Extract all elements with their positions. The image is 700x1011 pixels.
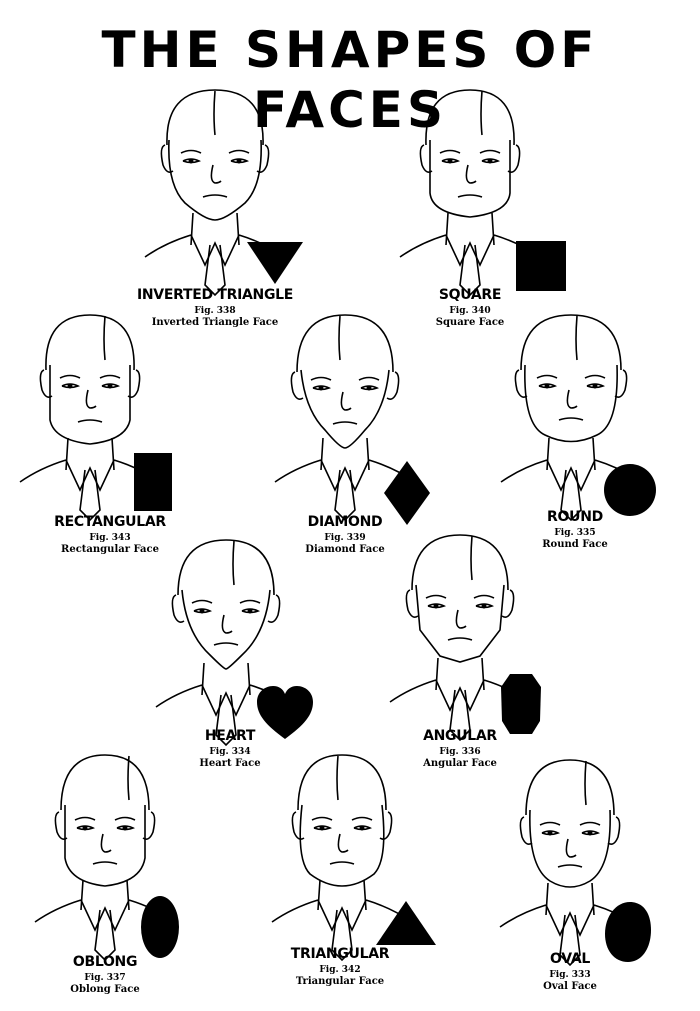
- shape-name: OBLONG: [72, 954, 138, 970]
- figure-labels: TRIANGULAR Fig. 342 Triangular Face: [230, 946, 450, 988]
- figure-caption: Triangular Face: [295, 976, 385, 987]
- portrait-inverted-triangle: [144, 89, 286, 297]
- figure-number: Fig. 337: [84, 973, 126, 983]
- figure-labels: RECTANGULAR Fig. 343 Rectangular Face: [0, 514, 220, 556]
- figure-labels: DIAMOND Fig. 339 Diamond Face: [235, 514, 455, 556]
- figure-number: Fig. 338: [194, 306, 236, 316]
- figure-caption: Diamond Face: [305, 544, 385, 555]
- portrait-rectangular: [19, 314, 161, 522]
- figure-labels: INVERTED TRIANGLE Fig. 338 Inverted Tria…: [105, 287, 325, 329]
- figure-labels: OVAL Fig. 333 Oval Face: [460, 951, 680, 993]
- figure-inverted-triangle: INVERTED TRIANGLE Fig. 338 Inverted Tria…: [105, 85, 325, 335]
- figure-caption: Inverted Triangle Face: [151, 317, 279, 328]
- shape-name: RECTANGULAR: [54, 514, 166, 530]
- figure-caption: Oval Face: [543, 981, 597, 992]
- figure-square: SQUARE Fig. 340 Square Face: [360, 85, 580, 335]
- octagon-icon: [501, 674, 541, 734]
- oblong-icon: [141, 896, 179, 958]
- figure-triangular: TRIANGULAR Fig. 342 Triangular Face: [230, 750, 450, 1000]
- figure-oval: OVAL Fig. 333 Oval Face: [460, 755, 680, 1005]
- rectangle-icon: [134, 453, 172, 511]
- figure-caption: Angular Face: [423, 758, 497, 769]
- figure-number: Fig. 340: [449, 306, 491, 316]
- shape-name: TRIANGULAR: [290, 946, 390, 962]
- figure-caption: Heart Face: [199, 758, 261, 769]
- figure-number: Fig. 335: [554, 528, 596, 538]
- figure-diamond: DIAMOND Fig. 339 Diamond Face: [235, 310, 455, 560]
- figure-caption: Square Face: [435, 317, 505, 328]
- shape-name: INVERTED TRIANGLE: [136, 287, 294, 303]
- figure-labels: OBLONG Fig. 337 Oblong Face: [0, 954, 215, 996]
- figure-number: Fig. 334: [209, 747, 251, 757]
- portrait-oblong: [34, 754, 176, 962]
- figure-number: Fig. 336: [439, 747, 481, 757]
- heart-icon: [257, 686, 313, 739]
- shape-name: ROUND: [547, 509, 603, 525]
- diamond-icon: [384, 461, 430, 525]
- figure-rectangular: RECTANGULAR Fig. 343 Rectangular Face: [0, 310, 220, 560]
- shape-name: HEART: [204, 728, 256, 744]
- figure-labels: SQUARE Fig. 340 Square Face: [360, 287, 580, 329]
- figure-labels: ROUND Fig. 335 Round Face: [465, 509, 685, 551]
- figure-labels: ANGULAR Fig. 336 Angular Face: [350, 728, 570, 770]
- shape-name: ANGULAR: [423, 728, 497, 744]
- figure-caption: Round Face: [542, 539, 608, 550]
- portrait-oval: [499, 759, 641, 967]
- oval-icon: [605, 902, 651, 962]
- shape-name: SQUARE: [438, 287, 502, 303]
- figure-oblong: OBLONG Fig. 337 Oblong Face: [0, 750, 215, 1000]
- figure-caption: Rectangular Face: [61, 544, 159, 555]
- figure-round: ROUND Fig. 335 Round Face: [465, 310, 685, 560]
- portrait-round: [500, 314, 642, 522]
- figure-heart: HEART Fig. 334 Heart Face: [120, 535, 340, 785]
- square-icon: [516, 241, 566, 291]
- circle-icon: [604, 464, 656, 516]
- page-title: THE SHAPES OF FACES: [101, 21, 599, 139]
- figure-number: Fig. 333: [549, 970, 591, 980]
- shape-name: OVAL: [550, 951, 590, 967]
- triangle-icon: [376, 901, 436, 945]
- portrait-heart: [155, 539, 297, 747]
- figure-number: Fig. 343: [89, 533, 131, 543]
- figure-angular: ANGULAR Fig. 336 Angular Face: [350, 530, 570, 780]
- portrait-square: [399, 89, 541, 297]
- figure-caption: Oblong Face: [70, 984, 140, 995]
- figure-number: Fig. 339: [324, 533, 366, 543]
- figure-labels: HEART Fig. 334 Heart Face: [120, 728, 340, 770]
- figure-number: Fig. 342: [319, 965, 361, 975]
- shape-name: DIAMOND: [307, 514, 383, 530]
- inverted-triangle-icon: [247, 242, 303, 284]
